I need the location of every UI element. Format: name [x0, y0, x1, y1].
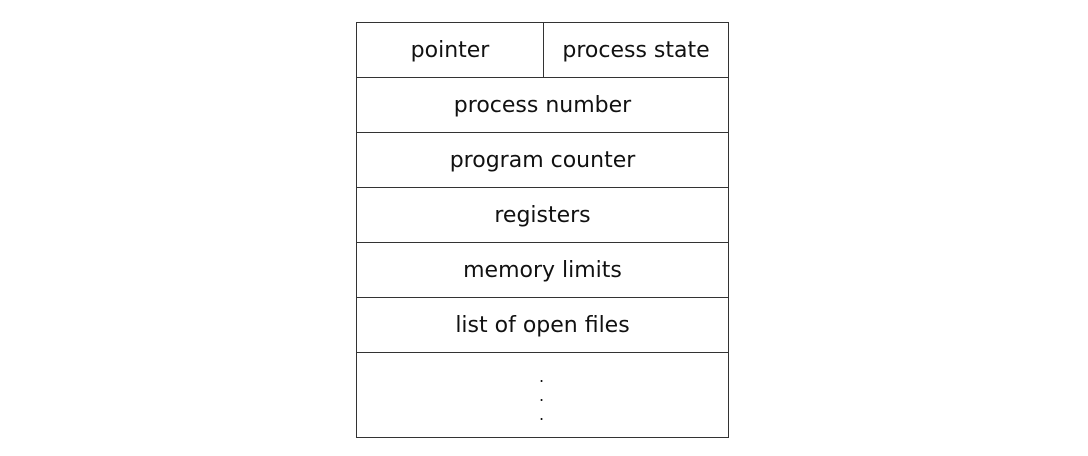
pcb-field-memory-limits: memory limits: [357, 243, 728, 298]
ellipsis-dot: .: [538, 385, 545, 405]
process-control-block: pointer process state process number pro…: [356, 22, 729, 438]
pcb-field-process-number: process number: [357, 78, 728, 133]
pcb-ellipsis: . . .: [357, 353, 728, 437]
pcb-field-open-files: list of open files: [357, 298, 728, 353]
pcb-field-process-state: process state: [562, 37, 710, 63]
ellipsis-dot: .: [538, 366, 545, 386]
pcb-field-pointer: pointer: [357, 23, 544, 77]
pcb-row-pointer-state: pointer process state: [357, 23, 728, 78]
ellipsis-dot: .: [538, 404, 545, 424]
pcb-field-program-counter: program counter: [357, 133, 728, 188]
pcb-field-registers: registers: [357, 188, 728, 243]
